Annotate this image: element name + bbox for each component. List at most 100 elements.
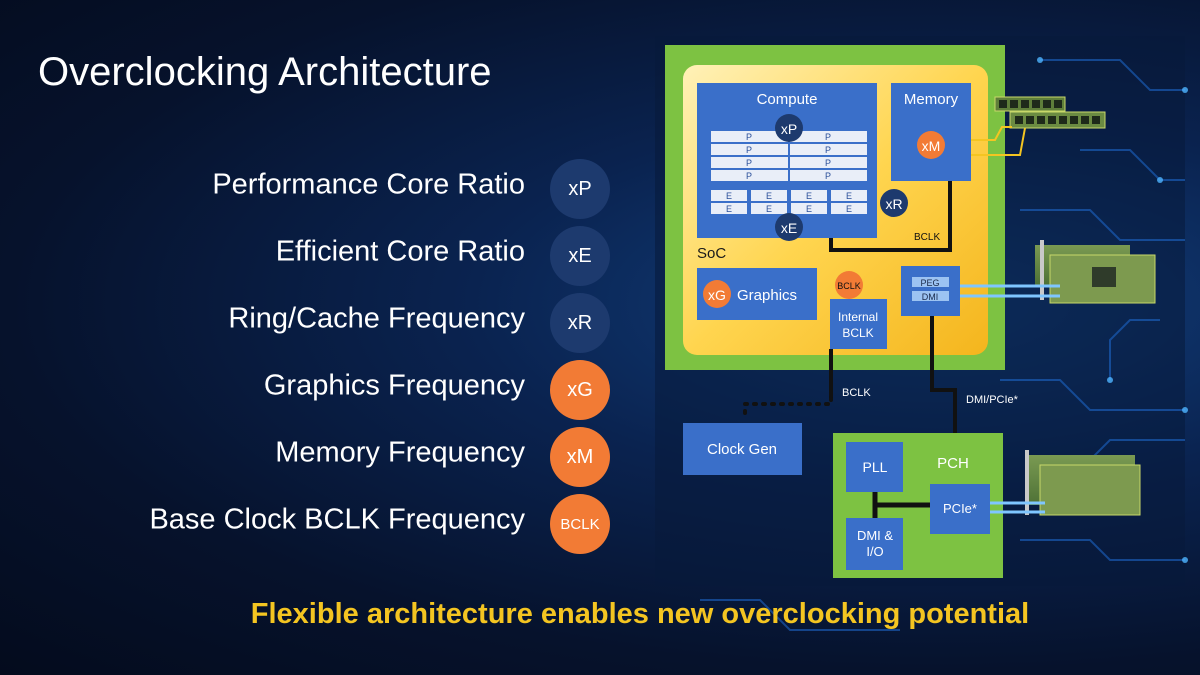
dimm-chip [1037, 116, 1045, 124]
soc-label: SoC [697, 245, 726, 262]
page-title: Overclocking Architecture [38, 50, 492, 94]
peg-label: PEG [920, 278, 939, 288]
legend-label: Ring/Cache Frequency [228, 302, 525, 335]
e-core [831, 203, 867, 214]
dmi-label: DMI [922, 292, 939, 302]
dimm-chip [1054, 100, 1062, 108]
memory-trace-2 [971, 127, 1026, 156]
p-core-label: P [746, 171, 752, 181]
p-core [790, 131, 867, 142]
legend-label: Memory Frequency [275, 436, 525, 469]
legend-label: Performance Core Ratio [212, 168, 525, 201]
e-core [791, 203, 827, 214]
p-core-label: P [746, 145, 752, 155]
clock-gen-label: Clock Gen [707, 441, 777, 458]
dmi-pcie-wire-label: DMI/PCIe* [966, 394, 1019, 406]
ring-bus [829, 181, 952, 252]
pch-pcie-block [930, 484, 990, 534]
xm-marker-label: xM [922, 138, 941, 154]
legend-label: Efficient Core Ratio [275, 235, 525, 268]
xe-marker-label: xE [781, 220, 797, 236]
internal-bclk-line1: Internal [838, 310, 878, 324]
xp-badge: xP [550, 159, 610, 219]
e-core-label: E [846, 204, 852, 214]
dmi-io-line1: DMI & [857, 528, 893, 543]
dimm-chip [1021, 100, 1029, 108]
dimm-chip [1092, 116, 1100, 124]
p-core [711, 170, 788, 181]
dimm-chip [1070, 116, 1078, 124]
soc-bclk-label: BCLK [914, 232, 940, 243]
peg-chip [912, 277, 949, 287]
pcie-card [1025, 450, 1141, 516]
p-core-label: P [825, 145, 831, 155]
legend-item-bclk: Base Clock BCLK Frequency BCLK [60, 494, 610, 554]
e-core-label: E [726, 191, 732, 201]
compute-label: Compute [757, 91, 818, 108]
p-core [711, 144, 788, 155]
p-core [790, 170, 867, 181]
dimm-chip [1043, 100, 1051, 108]
xr-badge: xR [550, 293, 610, 353]
e-core-label: E [766, 204, 772, 214]
dmi-pcie-wire [930, 316, 957, 435]
xr-marker [880, 189, 908, 217]
e-core-label: E [846, 191, 852, 201]
legend-item-graphics: Graphics Frequency xG [60, 360, 610, 420]
legend-item-performance-core: Performance Core Ratio xP [60, 159, 610, 219]
bclk-dotted-wire [743, 396, 833, 420]
xm-badge: xM [550, 427, 610, 487]
e-core [711, 190, 747, 201]
graphics-label: Graphics [737, 287, 797, 304]
dimm-chip [1026, 116, 1034, 124]
pll-label: PLL [863, 459, 888, 475]
bclk-marker-label: BCLK [837, 281, 861, 291]
dimm-chip [1059, 116, 1067, 124]
pch-pcie-label: PCIe* [943, 501, 977, 516]
pll-block [846, 442, 903, 492]
xg-marker [703, 280, 731, 308]
internal-bclk-line2: BCLK [842, 326, 873, 340]
legend-item-ring-cache: Ring/Cache Frequency xR [60, 293, 610, 353]
peg-card [1035, 240, 1156, 304]
e-core [791, 190, 827, 201]
xm-marker [917, 131, 945, 159]
pch-label: PCH [937, 455, 969, 472]
p-core [711, 131, 788, 142]
p-core-label: P [825, 132, 831, 142]
xe-marker [775, 213, 803, 241]
dmi-io-line2: I/O [866, 544, 883, 559]
e-core-label: E [726, 204, 732, 214]
xp-marker-label: xP [781, 121, 797, 137]
dmi-chip [912, 291, 949, 301]
xe-badge: xE [550, 226, 610, 286]
memory-trace [971, 126, 1012, 141]
legend-label: Base Clock BCLK Frequency [149, 503, 525, 536]
dimm-chip [1010, 100, 1018, 108]
p-core-label: P [825, 171, 831, 181]
p-core-label: P [746, 132, 752, 142]
bclk-marker [835, 271, 863, 299]
internal-bclk-block [830, 299, 887, 349]
e-core [751, 203, 787, 214]
e-core-label: E [806, 191, 812, 201]
dimm-chip [1015, 116, 1023, 124]
dimm-modules [994, 96, 1106, 129]
clock-gen-block [683, 423, 802, 475]
e-core [751, 190, 787, 201]
p-core [711, 157, 788, 168]
dmi-io-block [846, 518, 903, 570]
dimm-chip [1081, 116, 1089, 124]
tagline: Flexible architecture enables new overcl… [250, 598, 1030, 630]
e-core [831, 190, 867, 201]
xr-marker-label: xR [885, 196, 902, 212]
e-core-label: E [766, 191, 772, 201]
xp-marker [775, 114, 803, 142]
dimm-chip [1032, 100, 1040, 108]
legend-item-efficient-core: Efficient Core Ratio xE [60, 226, 610, 286]
p-core [790, 144, 867, 155]
e-core [711, 203, 747, 214]
